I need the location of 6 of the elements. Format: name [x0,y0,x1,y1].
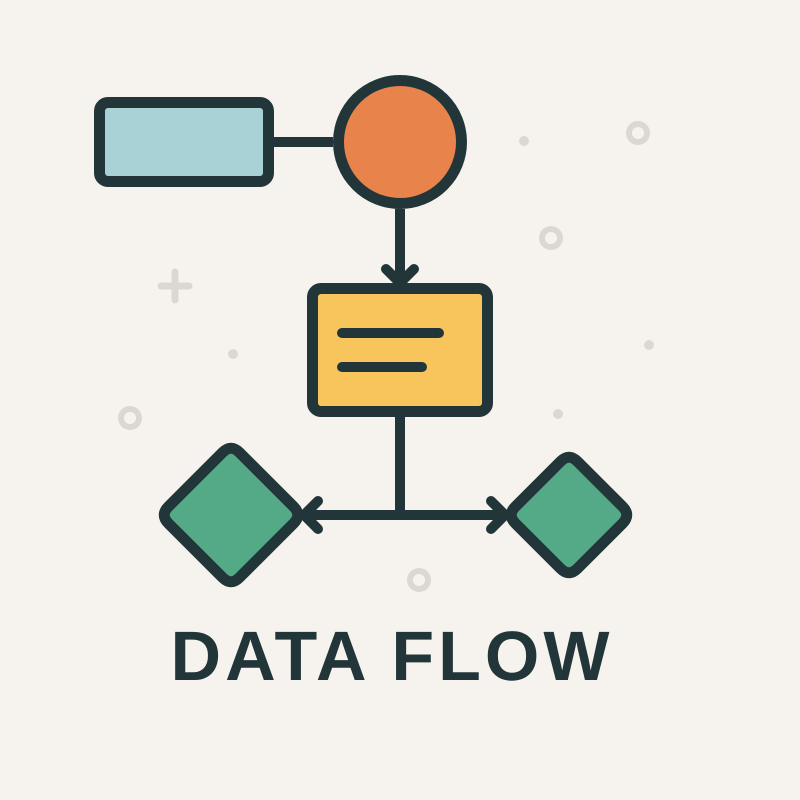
diagram-title: DATA FLOW [170,621,614,691]
process-box [307,283,493,417]
connector-line [274,137,333,147]
decision-diamond [158,442,304,588]
rounded-box [94,97,274,187]
decision-diamond [505,451,633,579]
